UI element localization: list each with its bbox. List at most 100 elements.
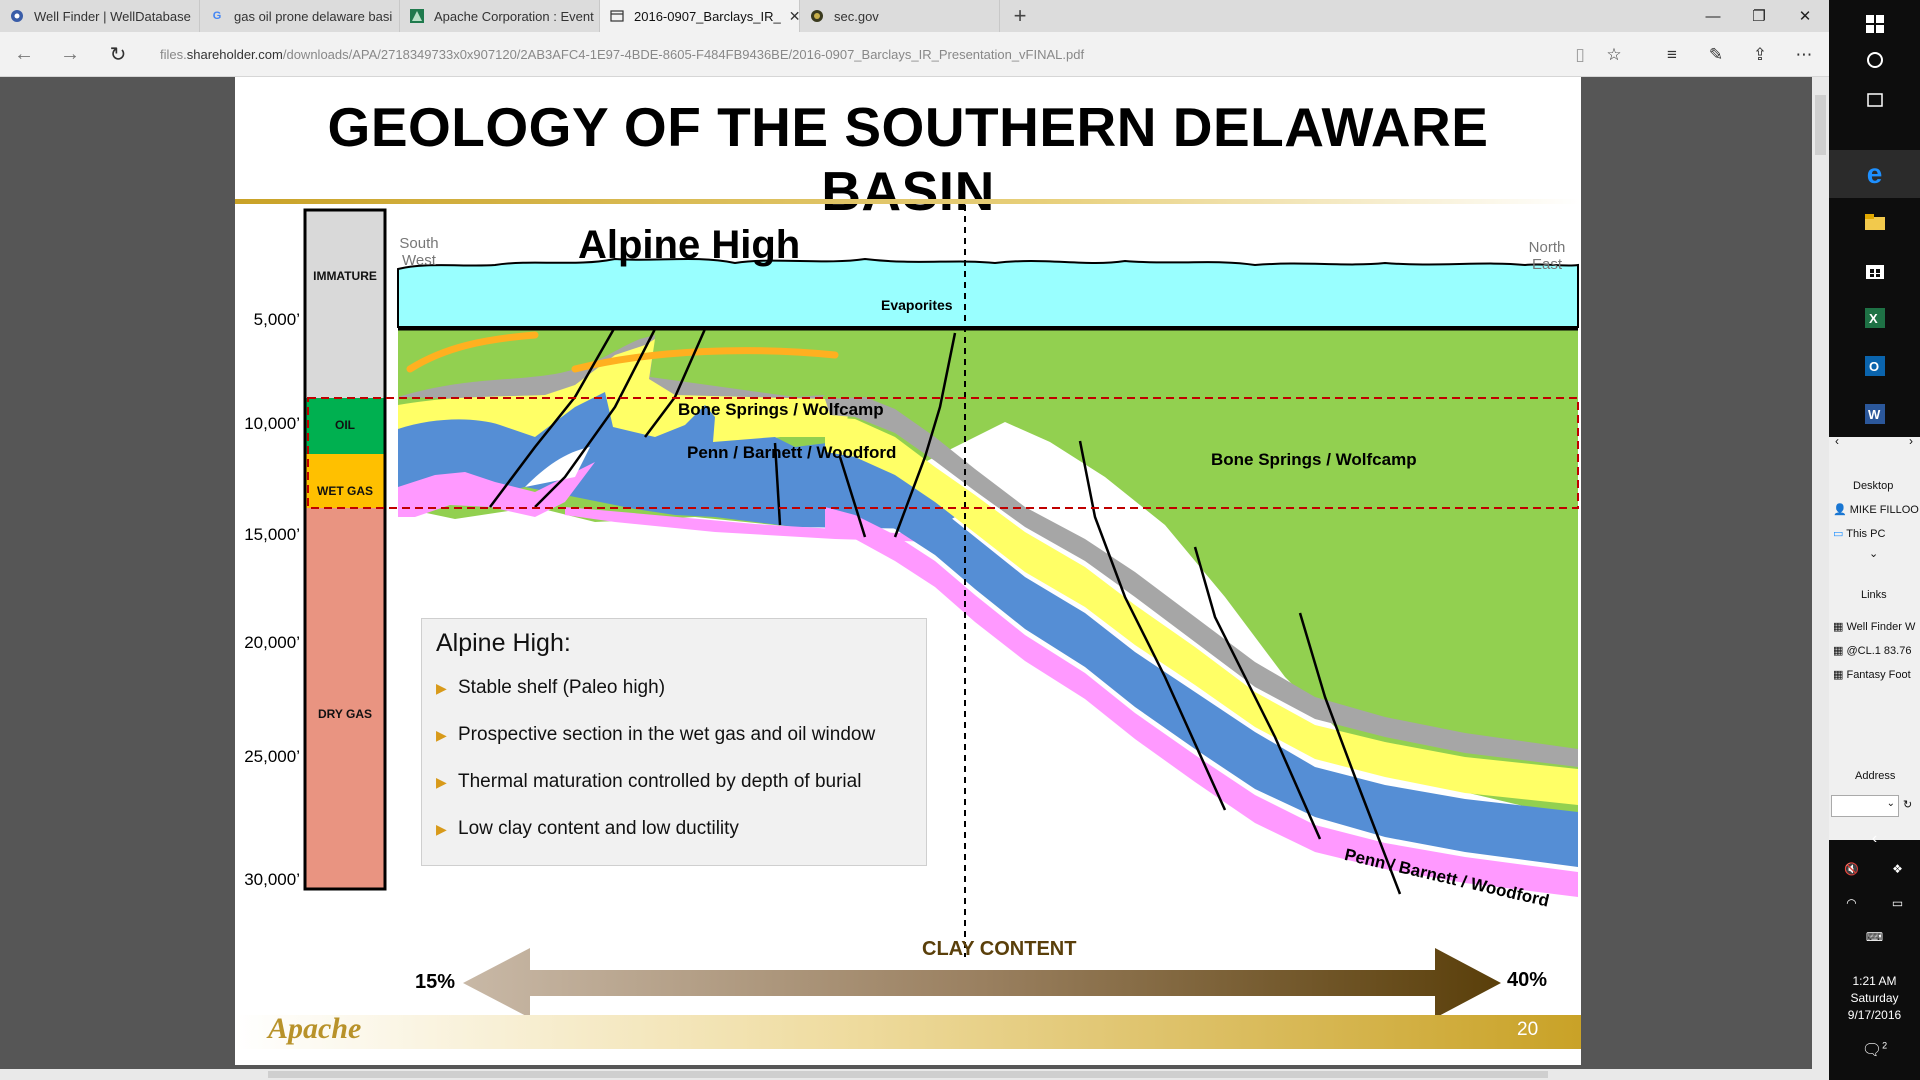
edge-icon[interactable]: e — [1829, 150, 1920, 198]
info-item-text: Thermal maturation controlled by depth o… — [458, 771, 862, 792]
hub-icon[interactable]: ≡ — [1667, 44, 1677, 64]
scroll-right-icon[interactable]: › — [1909, 434, 1913, 448]
back-icon[interactable]: ← — [14, 43, 34, 65]
left-pink-layer — [398, 462, 595, 517]
link-item[interactable]: ▦ Well Finder W — [1833, 620, 1915, 633]
dropdown-chevron-icon[interactable]: ⌄ — [1886, 798, 1895, 809]
volume-muted-icon[interactable]: 🔇 — [1844, 862, 1859, 876]
oil-wetgas-window — [307, 397, 1579, 509]
left-white-gap — [525, 447, 590, 487]
close-tab-icon[interactable]: ✕ — [788, 7, 801, 24]
url-prefix: files. — [160, 47, 187, 62]
pdf-page: GEOLOGY OF THE SOUTHERN DELAWARE BASIN — [235, 77, 1581, 1065]
scroll-thumb[interactable] — [268, 1071, 1548, 1078]
minimize-button[interactable]: — — [1705, 7, 1721, 25]
info-list-item: ▶Thermal maturation controlled by depth … — [436, 771, 861, 793]
show-hidden-icons[interactable]: ‹ — [1871, 830, 1878, 847]
zone-label-immature: IMMATURE — [313, 269, 377, 283]
pdf-tab-icon — [610, 9, 624, 23]
clock-time[interactable]: 1:21 AM — [1852, 974, 1897, 988]
battery-icon[interactable]: ▭ — [1891, 896, 1904, 910]
word-icon[interactable]: W — [1829, 390, 1920, 438]
link-item[interactable]: ▦ Fantasy Foot — [1833, 668, 1911, 681]
right-yellow-layer — [825, 417, 1578, 805]
compass-sw-line2: West — [402, 252, 436, 269]
link-item[interactable]: ▦ @CL.1 83.76 — [1833, 644, 1911, 657]
clock-day[interactable]: Saturday — [1850, 991, 1899, 1005]
links-header: Links — [1861, 589, 1887, 601]
link-label: @CL.1 83.76 — [1846, 645, 1912, 657]
vertical-scrollbar[interactable] — [1812, 77, 1829, 1069]
link-icon: ▦ — [1833, 669, 1844, 681]
svg-text:O: O — [1869, 359, 1879, 374]
footer-band — [235, 1015, 1581, 1049]
tab-sec-gov[interactable]: sec.gov — [800, 0, 1000, 32]
triangle-bullet-icon: ▶ — [436, 821, 447, 837]
outlook-icon[interactable]: O — [1829, 342, 1920, 390]
cortana-icon[interactable] — [1829, 36, 1920, 84]
link-icon: ▦ — [1833, 645, 1844, 657]
this-pc-item[interactable]: ▭ This PC — [1833, 527, 1885, 540]
wifi-icon[interactable]: ◠ — [1846, 896, 1857, 910]
restore-button[interactable]: ❐ — [1752, 8, 1766, 25]
horizontal-scrollbar[interactable] — [0, 1069, 1829, 1080]
left-blue-layer — [398, 392, 955, 529]
zone-label-oil: OIL — [335, 418, 355, 432]
windows-taskbar: e X O W ‹ › Desktop 👤 MIKE FILLOO ▭ This… — [1829, 0, 1920, 1080]
tab-barclays-pdf[interactable]: 2016-0907_Barclays_IR_ ✕ — [600, 0, 800, 32]
formation-right-label: Bone Springs / Wolfcamp — [1211, 450, 1417, 469]
web-note-icon[interactable]: ✎ — [1708, 44, 1724, 64]
geology-cross-section — [235, 199, 1581, 1049]
forward-icon[interactable]: → — [60, 43, 80, 65]
share-icon[interactable]: ⇪ — [1752, 44, 1768, 64]
tab-bar: Well Finder | WellDatabase G gas oil pro… — [0, 0, 1829, 32]
compass-southwest: South West — [399, 235, 439, 269]
scroll-thumb[interactable] — [1815, 95, 1826, 155]
file-explorer-icon[interactable] — [1829, 198, 1920, 246]
action-center-icon[interactable]: 🗨2 — [1861, 1040, 1888, 1059]
desktop-label[interactable]: Desktop — [1853, 480, 1894, 492]
tab-google-search[interactable]: G gas oil prone delaware basi — [200, 0, 400, 32]
triangle-bullet-icon: ▶ — [436, 680, 447, 696]
formation-lower-label: Penn / Barnett / Woodford — [687, 443, 897, 462]
dropbox-icon[interactable]: ❖ — [1892, 862, 1903, 876]
new-tab-button[interactable]: + — [1013, 3, 1027, 28]
info-item-text: Low clay content and low ductility — [458, 818, 739, 839]
tab-apache-event[interactable]: Apache Corporation : Event — [400, 0, 600, 32]
more-icon[interactable]: ⋯ — [1795, 44, 1813, 64]
url-field[interactable]: files.shareholder.com/downloads/APA/2718… — [160, 32, 1084, 77]
pdf-viewer: GEOLOGY OF THE SOUTHERN DELAWARE BASIN — [0, 77, 1829, 1069]
excel-icon[interactable]: X — [1829, 294, 1920, 342]
keyboard-icon[interactable]: ⌨ — [1865, 930, 1884, 944]
reading-view-icon[interactable]: ▯ — [1575, 44, 1585, 64]
taskbar-toolbar-panel: ‹ › Desktop 👤 MIKE FILLOO ▭ This PC ⌄ Li… — [1829, 434, 1920, 840]
info-list-item: ▶Stable shelf (Paleo high) — [436, 677, 665, 699]
user-folder-item[interactable]: 👤 MIKE FILLOO — [1833, 503, 1919, 516]
info-box-title: Alpine High: — [436, 629, 571, 657]
store-icon[interactable] — [1829, 246, 1920, 294]
clay-high-label: 40% — [1507, 969, 1548, 991]
refresh-icon[interactable]: ↻ — [109, 44, 127, 66]
tab-label: Well Finder | WellDatabase — [34, 8, 191, 24]
close-window-button[interactable]: ✕ — [1798, 8, 1812, 25]
link-label: Fantasy Foot — [1846, 669, 1911, 681]
favorite-star-icon[interactable]: ☆ — [1606, 44, 1622, 64]
windows-start-icon[interactable] — [1829, 0, 1920, 48]
maturity-column-border — [303, 208, 387, 891]
address-bar: ← → ↻ files.shareholder.com/downloads/AP… — [0, 32, 1829, 77]
zone-label-dry-gas: DRY GAS — [317, 707, 372, 721]
clock-date[interactable]: 9/17/2016 — [1847, 1008, 1902, 1022]
evaporites-layer — [397, 257, 1579, 328]
expand-chevron-icon[interactable]: ⌄ — [1869, 548, 1879, 560]
page-number: 20 — [1517, 1019, 1539, 1040]
task-view-icon[interactable] — [1829, 76, 1920, 124]
tab-welldatabase[interactable]: Well Finder | WellDatabase — [0, 0, 200, 32]
go-refresh-icon[interactable]: ↻ — [1903, 799, 1913, 811]
zone-dry-gas — [305, 508, 385, 889]
depth-label: 30,000’ — [244, 870, 300, 889]
svg-text:W: W — [1868, 407, 1881, 422]
scroll-left-icon[interactable]: ‹ — [1835, 434, 1839, 448]
compass-ne-line1: North — [1528, 239, 1566, 256]
fault-line — [1298, 612, 1402, 895]
address-toolbar-input[interactable]: ⌄ — [1831, 795, 1899, 817]
